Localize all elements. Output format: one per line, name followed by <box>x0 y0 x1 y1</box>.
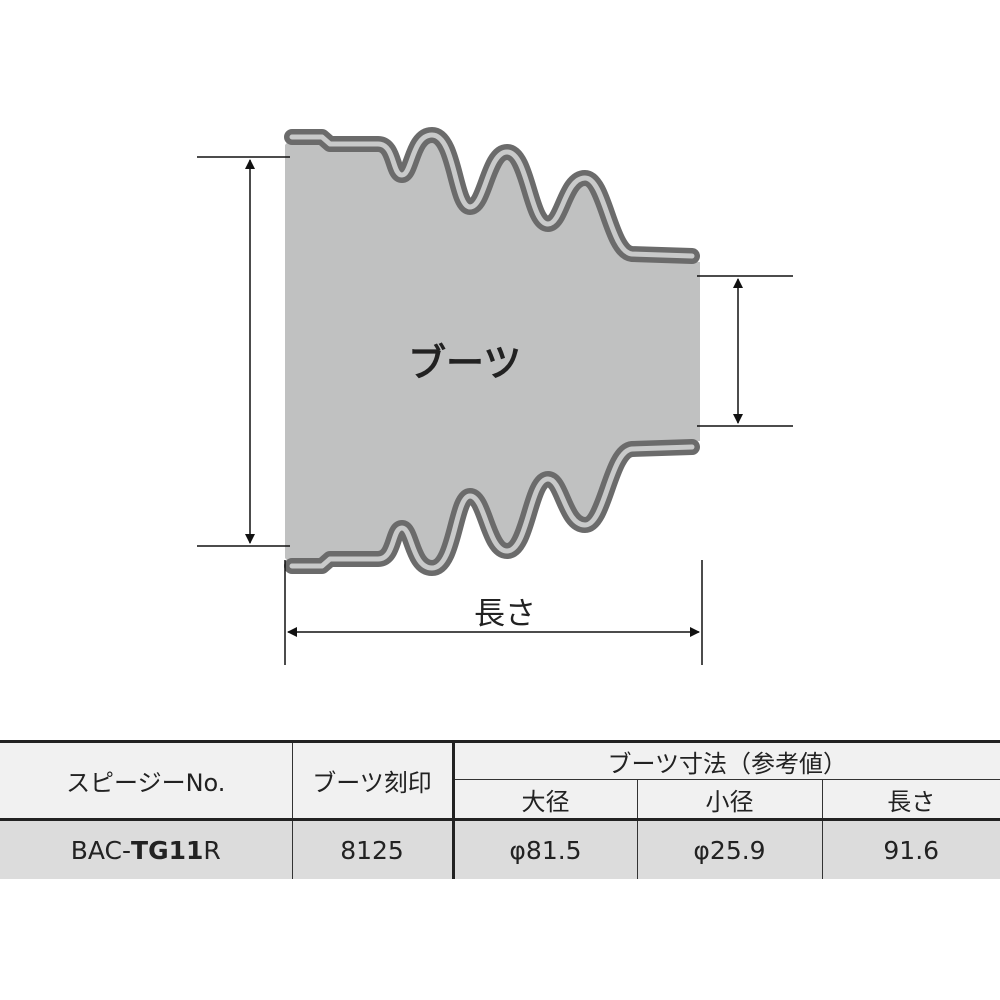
part-no-suffix: R <box>203 835 221 865</box>
boot-diagram <box>197 0 793 665</box>
length-label: 長さ <box>474 596 536 632</box>
header-length: 長さ <box>821 779 1000 820</box>
spec-table: スピージーNo. ブーツ刻印 ブーツ寸法（参考値） 大径 小径 長さ BAC-T… <box>0 740 1000 879</box>
header-dims-group: ブーツ寸法（参考値） <box>451 740 1000 780</box>
part-no-prefix: BAC- <box>70 835 132 865</box>
cell-boot-mark: 8125 <box>291 818 453 879</box>
header-small-dia: 小径 <box>636 779 822 820</box>
cell-part-no: BAC-TG11R <box>0 818 292 879</box>
table-row: BAC-TG11R 8125 φ81.5 φ25.9 91.6 <box>0 818 1000 879</box>
header-boot-mark: ブーツ刻印 <box>291 740 453 820</box>
cell-length: 91.6 <box>821 818 1000 879</box>
header-part-no: スピージーNo. <box>0 740 292 820</box>
cell-small-dia: φ25.9 <box>636 818 822 879</box>
boot-label: ブーツ <box>408 341 522 385</box>
part-no-bold: TG11 <box>131 835 204 865</box>
header-large-dia: 大径 <box>451 779 637 820</box>
cell-large-dia: φ81.5 <box>451 818 637 879</box>
dimension-lines <box>197 156 793 665</box>
